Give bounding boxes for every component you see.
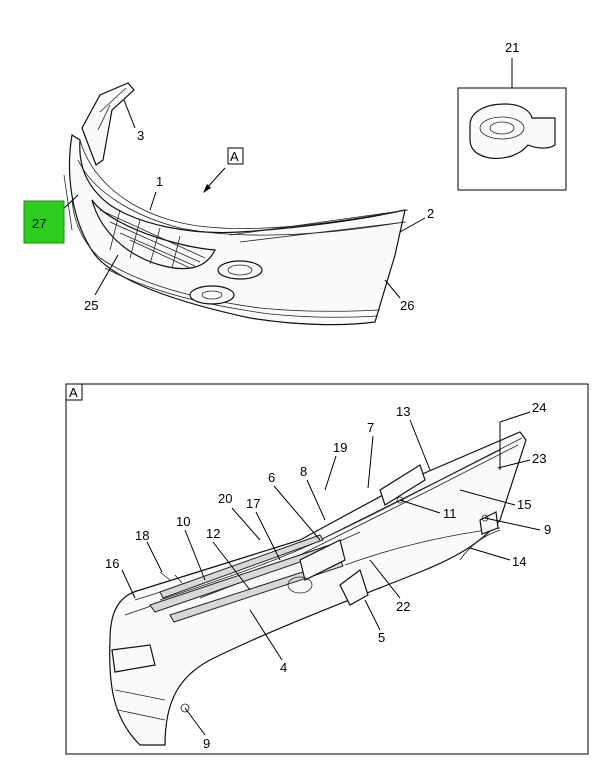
bumper-assembly-drawing [63, 82, 409, 326]
bumper-rear-drawing [109, 431, 527, 746]
callout-10[interactable]: 10 [176, 514, 190, 529]
callout-7[interactable]: 7 [367, 420, 374, 435]
callout-9-top[interactable]: 9 [544, 522, 551, 537]
callout-18[interactable]: 18 [135, 528, 149, 543]
highlight-callout-27[interactable] [23, 200, 65, 244]
callout-20[interactable]: 20 [218, 491, 232, 506]
callout-4[interactable]: 4 [280, 660, 287, 675]
callout-2[interactable]: 2 [427, 206, 434, 221]
callout-12[interactable]: 12 [206, 526, 220, 541]
top-leaders [59, 99, 426, 299]
callout-17[interactable]: 17 [246, 496, 260, 511]
callout-6[interactable]: 6 [268, 470, 275, 485]
detail-a-box [65, 383, 83, 401]
callout-27[interactable]: 27 [32, 216, 46, 231]
callout-1[interactable]: 1 [156, 174, 163, 189]
detail-a-label: A [69, 385, 78, 400]
callout-8[interactable]: 8 [300, 464, 307, 479]
callout-15[interactable]: 15 [517, 497, 531, 512]
callout-24[interactable]: 24 [532, 400, 546, 415]
callout-22[interactable]: 22 [396, 599, 410, 614]
callout-9-bottom[interactable]: 9 [203, 736, 210, 751]
callout-5[interactable]: 5 [378, 630, 385, 645]
callout-26[interactable]: 26 [400, 298, 414, 313]
view-a-label: A [230, 149, 239, 164]
callout-16[interactable]: 16 [105, 556, 119, 571]
callout-11[interactable]: 11 [443, 506, 457, 521]
callout-19[interactable]: 19 [333, 440, 347, 455]
callout-14[interactable]: 14 [512, 554, 526, 569]
callout-21[interactable]: 21 [505, 40, 519, 55]
callout-3[interactable]: 3 [137, 128, 144, 143]
detail-leaders [121, 411, 541, 736]
callout-23[interactable]: 23 [532, 451, 546, 466]
callout-13[interactable]: 13 [396, 404, 410, 419]
callout-25[interactable]: 25 [84, 298, 98, 313]
view-a-box [227, 147, 244, 165]
part-21-inset [457, 58, 567, 191]
